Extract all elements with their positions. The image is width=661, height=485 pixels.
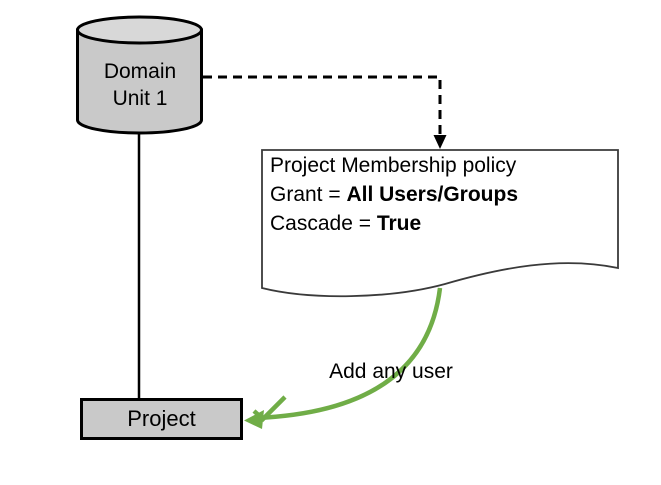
policy-note-grant-line: Grant = All Users/Groups bbox=[270, 180, 518, 209]
project-label: Project bbox=[127, 406, 196, 431]
domain-unit-label-line2: Unit 1 bbox=[112, 87, 168, 110]
policy-note-grant-value: All Users/Groups bbox=[346, 183, 519, 206]
policy-note-cascade-label: Cascade = bbox=[270, 212, 377, 235]
policy-note-title: Project Membership policy bbox=[270, 154, 517, 177]
grant-arrow-curve bbox=[255, 287, 443, 421]
policy-note-shape bbox=[261, 149, 619, 298]
arrow-down-icon bbox=[433, 135, 447, 149]
policy-note-cascade-line: Cascade = True bbox=[270, 209, 518, 238]
project-box bbox=[80, 398, 243, 440]
cylinder-body bbox=[76, 28, 203, 135]
policy-note-cascade-value: True bbox=[376, 212, 422, 235]
domain-unit-label-line1: Domain bbox=[103, 60, 177, 83]
checkmark-icon bbox=[252, 395, 287, 423]
add-any-user-label: Add any user bbox=[329, 360, 453, 383]
domain-unit-cylinder bbox=[76, 15, 203, 135]
cylinder-top bbox=[76, 15, 203, 45]
domain-unit-label: Domain Unit 1 bbox=[77, 58, 203, 112]
policy-note-grant-label: Grant = bbox=[270, 183, 347, 206]
policy-note-text: Project Membership policy Grant = All Us… bbox=[270, 151, 518, 238]
policy-dashed-connector bbox=[203, 75, 442, 137]
